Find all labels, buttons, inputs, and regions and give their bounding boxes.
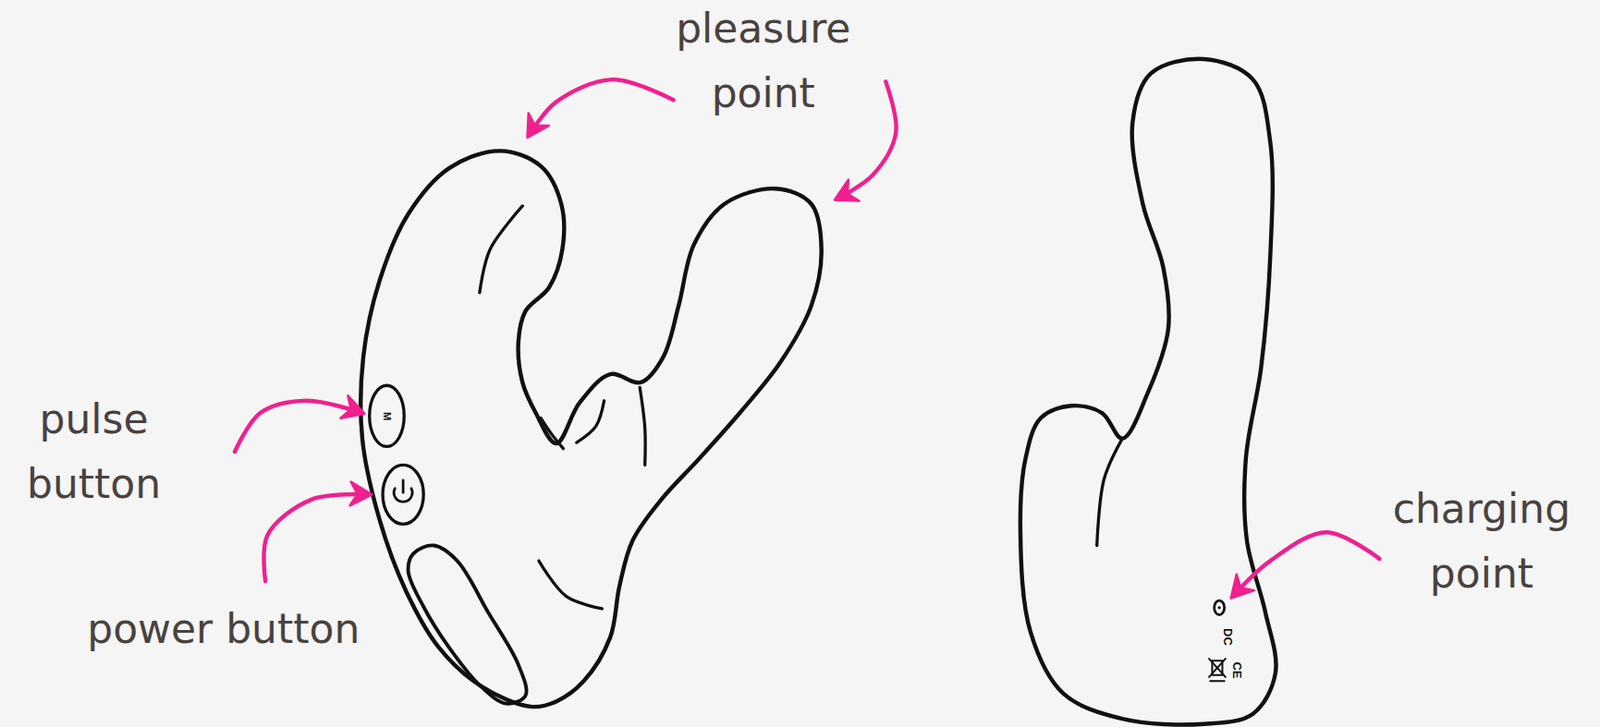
leader-arrow	[836, 81, 896, 199]
power-icon	[402, 480, 405, 493]
leader-arrow	[528, 79, 674, 136]
leader-arrow	[234, 401, 363, 452]
part-label: pleasure point	[675, 0, 851, 126]
device-outline	[360, 150, 822, 708]
leader-arrow	[263, 494, 369, 582]
charging-port	[1214, 600, 1225, 615]
device-marking: DC	[1221, 629, 1234, 648]
device-front	[360, 150, 822, 708]
device-marking: CE	[1230, 661, 1243, 679]
contour-line	[540, 418, 563, 450]
contour-line	[538, 561, 602, 610]
part-label: power button	[86, 597, 360, 662]
leader-arrows	[234, 79, 1380, 598]
part-label: pulse button	[26, 387, 161, 517]
leader-arrow	[1233, 532, 1381, 598]
power-button	[382, 464, 424, 525]
contour-line	[639, 387, 646, 465]
part-label: charging point	[1392, 476, 1571, 607]
device-back	[1020, 59, 1277, 726]
charging-port	[1218, 606, 1222, 610]
weee-bin-symbol	[1209, 659, 1226, 682]
pulse-button	[369, 385, 405, 447]
contour-line	[1097, 439, 1124, 547]
contact-pad	[408, 545, 527, 704]
contour-line	[576, 401, 605, 443]
contour-line	[479, 206, 523, 294]
device-marking: M	[381, 412, 392, 421]
device-outline	[1020, 59, 1277, 726]
